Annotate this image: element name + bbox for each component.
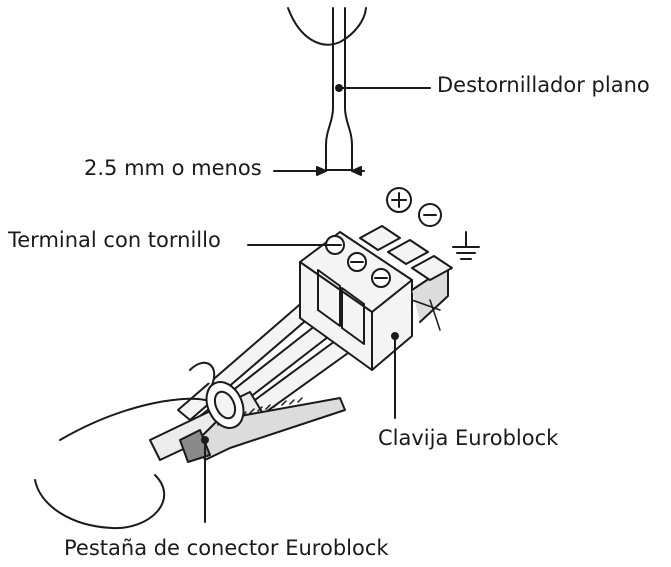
lower-hand-outline bbox=[34, 397, 206, 530]
terminal-screw-label: Terminal con tornillo bbox=[8, 228, 221, 252]
screwdriver-label: Destornillador plano bbox=[437, 73, 650, 97]
screwdriver-icon bbox=[325, 7, 353, 171]
euroblock-tab-label: Pestaña de conector Euroblock bbox=[64, 536, 389, 560]
upper-hand-outline bbox=[287, 7, 367, 46]
width-dimension bbox=[273, 166, 365, 176]
width-label: 2.5 mm o menos bbox=[84, 156, 262, 180]
minus-symbol bbox=[418, 203, 442, 227]
euroblock-plug-label: Clavija Euroblock bbox=[378, 426, 559, 450]
cable-tie bbox=[189, 361, 245, 429]
plus-symbol bbox=[386, 187, 412, 213]
ground-symbol bbox=[452, 231, 480, 260]
euroblock-plug bbox=[299, 225, 453, 371]
